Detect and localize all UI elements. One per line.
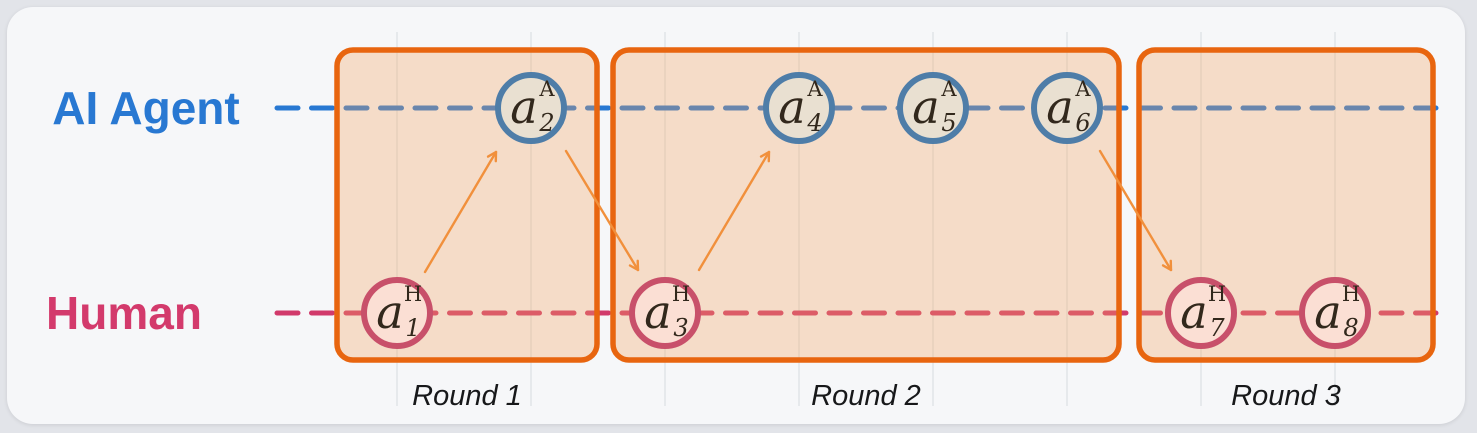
node-a6-sub: 6: [1075, 109, 1090, 137]
arrow-a3-a4: [697, 150, 771, 272]
node-a2-sub: 2: [538, 109, 554, 137]
node-a2: a A 2: [495, 72, 567, 144]
node-a6-circle: [1031, 72, 1103, 144]
node-a4-base: a: [778, 80, 805, 134]
node-a1-sub: 1: [405, 314, 420, 342]
arrow-a6-a7: [1098, 149, 1173, 272]
lane-ai-agent-label: AI Agent: [52, 82, 239, 134]
node-a4: a A 4: [763, 72, 835, 144]
node-a3-sup: H: [672, 282, 690, 306]
node-a5-sub: 5: [941, 109, 956, 137]
node-a3: a H 3: [629, 277, 701, 349]
node-a6: a A 6: [1031, 72, 1103, 144]
diagram-card: a H 1 a A 2 a H 3 a A 4 a A 5 a A 6 a H …: [7, 7, 1465, 424]
diagram-svg: a H 1 a A 2 a H 3 a A 4 a A 5 a A 6 a H …: [46, 32, 1439, 412]
lane-human-label: Human: [46, 287, 202, 339]
node-a3-circle: [629, 277, 701, 349]
node-a5-base: a: [912, 80, 939, 134]
node-a8-base: a: [1314, 285, 1341, 339]
node-a3-base: a: [644, 285, 671, 339]
node-a8-sup: H: [1342, 282, 1360, 306]
round-1-label: Round 1: [412, 380, 522, 412]
node-a3-sub: 3: [673, 314, 688, 342]
node-a8-sub: 8: [1343, 314, 1358, 342]
node-a7-sup: H: [1208, 282, 1226, 306]
arrow-a1-a2: [423, 150, 498, 274]
node-a5-circle: [897, 72, 969, 144]
round-2-label: Round 2: [811, 380, 921, 412]
node-a8: a H 8: [1299, 277, 1371, 349]
arrow-a2-a3: [564, 149, 640, 272]
node-a1-circle: [361, 277, 433, 349]
node-a7-circle: [1165, 277, 1237, 349]
node-a6-base: a: [1046, 80, 1073, 134]
node-a4-circle: [763, 72, 835, 144]
node-a7: a H 7: [1165, 277, 1237, 349]
node-a2-circle: [495, 72, 567, 144]
node-a2-sup: A: [538, 77, 555, 101]
round-2-box: [610, 47, 1122, 363]
node-a1-base: a: [376, 285, 403, 339]
round-3-label: Round 3: [1231, 380, 1341, 412]
node-a5: a A 5: [897, 72, 969, 144]
node-a1-sup: H: [404, 282, 422, 306]
node-a1: a H 1: [361, 277, 433, 349]
node-a8-circle: [1299, 277, 1371, 349]
node-a4-sup: A: [806, 77, 823, 101]
node-a6-sup: A: [1074, 77, 1091, 101]
node-a7-base: a: [1180, 285, 1207, 339]
node-a4-sub: 4: [806, 109, 822, 137]
node-a5-sup: A: [940, 77, 957, 101]
node-a7-sub: 7: [1209, 314, 1225, 342]
node-a2-base: a: [510, 80, 537, 134]
